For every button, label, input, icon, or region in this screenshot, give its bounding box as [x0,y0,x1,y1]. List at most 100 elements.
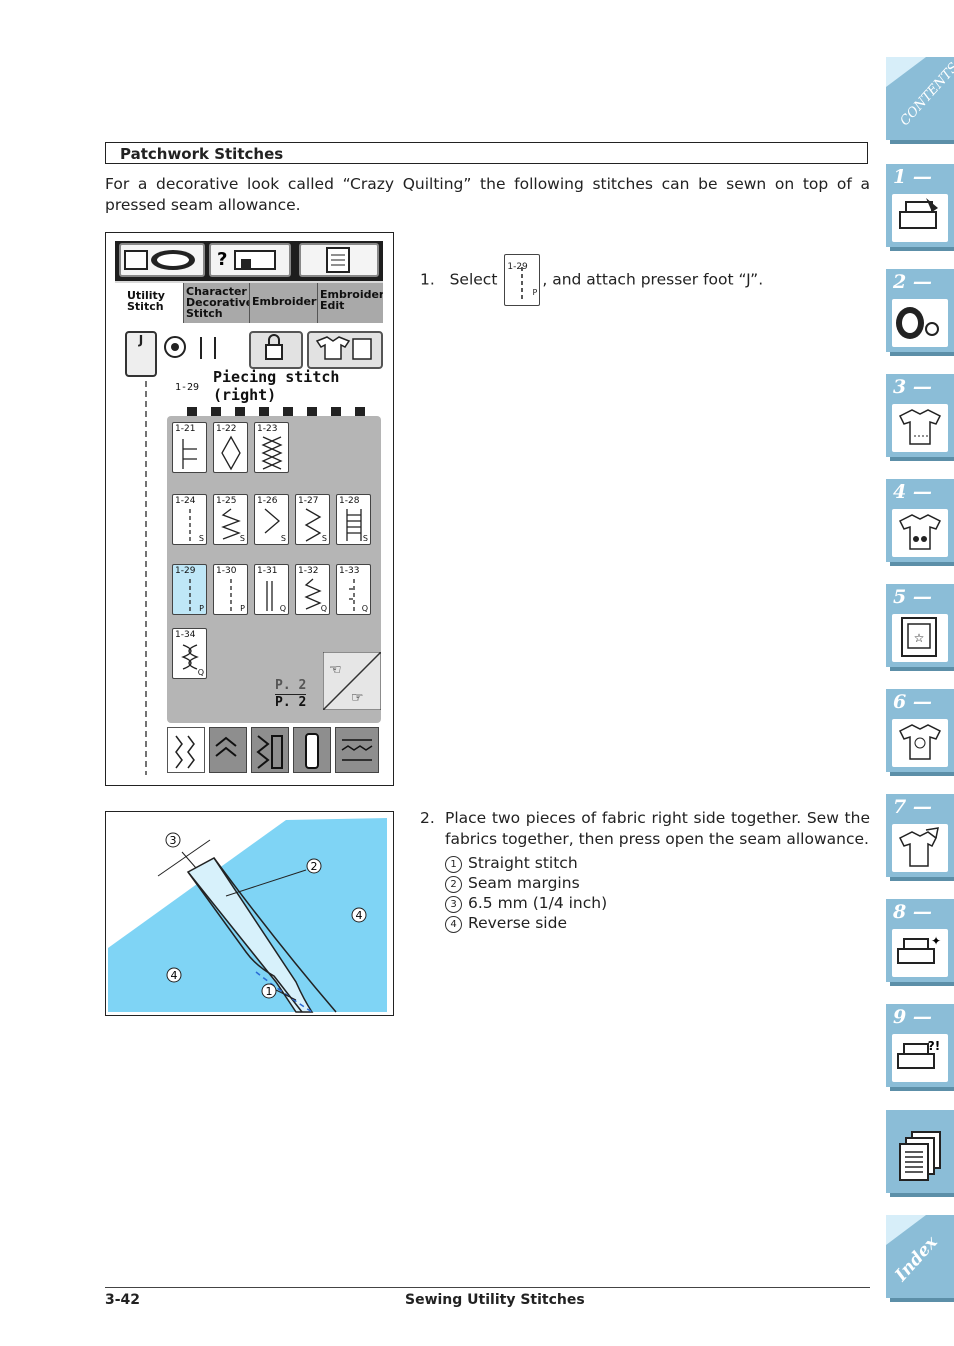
category-utility-button[interactable] [167,727,205,773]
tab-embroidery-edit[interactable]: Embroidery Edit [317,283,383,323]
section-heading-box: Patchwork Stitches [105,142,868,164]
chapter-1-icon [892,194,948,242]
stitch-pattern-icon [189,579,191,611]
stitch-code-label: 1-33 [339,566,360,576]
tab-embroidery[interactable]: Embroidery [249,283,324,323]
svg-text:?: ? [217,249,227,270]
lcd-top-bar: ? [115,241,383,281]
chapter-number-label: 4 — [893,481,932,503]
stitch-suffix-label: S [198,534,204,543]
chapter-4-icon [892,509,948,557]
step-2: 2. Place two pieces of fabric right side… [420,808,870,933]
chapter-6-icon [892,719,948,767]
category-decorative-button[interactable] [209,727,247,773]
stitch-pattern-icon [304,578,322,610]
step-2-paragraph: 2. Place two pieces of fabric right side… [420,808,870,850]
sidebar-contents-tab[interactable]: CONTENTS [886,57,954,144]
sidebar-chapter-tab-4[interactable]: 4 — [886,479,954,566]
stitch-pattern-icon [221,435,241,471]
intro-paragraph: For a decorative look called “Crazy Quil… [105,175,870,214]
stitch-code-label: 1-22 [216,424,237,434]
chapter-8-icon: ✦ [892,929,948,977]
chapter-number-label: 3 — [893,376,932,398]
sidebar-index-tab[interactable]: Index [886,1215,954,1302]
stitch-suffix-label: S [239,534,245,543]
stitch-pattern-icon [182,439,197,469]
stitch-pattern-icon [189,509,191,541]
stitch-code-label: 1-29 [175,566,196,576]
step-1-pre: Select [449,270,498,289]
tab-character-decorative-stitch[interactable]: Character Decorative Stitch [183,283,253,323]
tab-utility-stitch[interactable]: Utility Stitch [115,283,183,323]
callout-2: 2 [311,860,318,873]
step-1-number: 1. [420,270,435,289]
sidebar-chapter-tab-6[interactable]: 6 — [886,689,954,776]
stitch-suffix-label: P [199,604,204,613]
settings-list-icon[interactable] [299,243,379,277]
seam-diagram: 3 2 4 4 1 [108,818,387,1013]
stitch-pattern-icon [181,644,199,670]
chapter-number-label: 6 — [893,691,932,713]
stitch-code-label: 1-28 [339,496,360,506]
satin-stitch-icon [256,735,283,769]
chapter-number-label: 5 — [893,586,932,608]
category-buttonhole-button[interactable] [293,727,331,773]
stitch-button-1-22[interactable]: 1-22 [213,422,248,473]
category-satin-button[interactable] [251,727,289,773]
stitch-pattern-icon [346,509,362,541]
machine-help-icon[interactable]: ? [209,243,291,277]
sidebar-chapter-tab-8[interactable]: 8 —✦ [886,899,954,986]
callout-4-left: 4 [171,969,178,982]
chapter-number-label: 9 — [893,1006,932,1028]
sidebar-chapter-tab-7[interactable]: 7 — [886,794,954,881]
sidebar-pages-tab[interactable] [886,1110,954,1197]
stitch-suffix-label: Q [279,604,286,613]
manual-icon[interactable] [119,243,205,277]
sidebar-chapter-tab-5[interactable]: 5 —☆ [886,584,954,671]
stitch-code-label: 1-26 [257,496,278,506]
footer-rule [105,1287,870,1288]
seam-diagram-figure: 3 2 4 4 1 [105,811,394,1016]
current-stitch-name-line2: (right) [213,386,277,404]
presser-foot-letter: J [138,333,144,347]
chapter-number-label: 2 — [893,271,932,293]
callout-1: 1 [266,985,273,998]
stitch-code-label: 1-23 [257,424,278,434]
sidebar-chapter-tab-3[interactable]: 3 — [886,374,954,461]
sidebar-chapter-tab-2[interactable]: 2 — [886,269,954,356]
page-indicator-total: P. 2 [275,694,307,710]
page-indicator-current: P. 2 [275,678,307,693]
stitch-button-1-21[interactable]: 1-21 [172,422,207,473]
page-turn-button[interactable]: ☜ ☞ [323,652,381,710]
sidebar-chapter-tab-9[interactable]: 9 —?! [886,1004,954,1091]
chapter-number-label: 7 — [893,796,932,818]
stitch-suffix-label: Q [320,604,327,613]
stitch-code-label: 1-32 [298,566,319,576]
stitch-preview-line [145,381,147,775]
buttonhole-icon [305,733,319,769]
sidebar-chapter-tab-1[interactable]: 1 — [886,164,954,251]
svg-text:✦: ✦ [931,934,941,948]
lock-button[interactable] [249,331,303,369]
category-sideways-button[interactable] [335,727,379,773]
chapter-9-icon: ?! [892,1034,948,1082]
chapter-3-icon [892,404,948,452]
stitch-button-1-23[interactable]: 1-23 [254,422,289,473]
stitch-pattern-icon [221,508,241,540]
garment-button[interactable] [307,331,383,369]
chapter-number-label: 1 — [893,166,932,188]
